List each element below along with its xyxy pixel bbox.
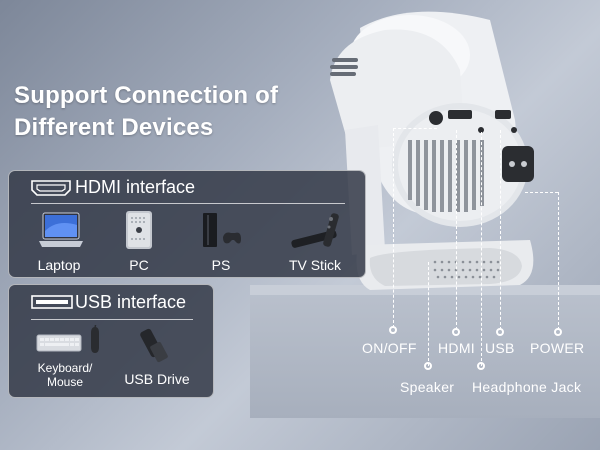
device-label-tv-stick: TV Stick bbox=[288, 257, 342, 273]
callout-dot-power bbox=[554, 328, 562, 336]
callout-dot-hdmi bbox=[452, 328, 460, 336]
callout-line-usb bbox=[500, 130, 501, 330]
callout-line-hdmi bbox=[456, 130, 457, 330]
hdmi-panel-title: HDMI interface bbox=[75, 177, 196, 197]
keyboard-label-line-1: Keyboard/ bbox=[37, 361, 93, 375]
device-label-pc: PC bbox=[129, 257, 149, 273]
projector-illustration bbox=[330, 11, 534, 290]
usb-port-icon bbox=[31, 295, 73, 309]
usb-drive-icon bbox=[140, 328, 168, 363]
callout-line-on-off bbox=[393, 128, 394, 328]
platform-top-surface bbox=[250, 285, 600, 295]
callout-h-power bbox=[525, 192, 558, 193]
device-label-usb-drive: USB Drive bbox=[124, 371, 190, 387]
callout-line-headphone bbox=[481, 132, 482, 366]
pc-tower-icon bbox=[126, 211, 152, 249]
label-usb: USB bbox=[485, 340, 515, 356]
hdmi-panel-divider bbox=[31, 203, 345, 204]
callout-dot-usb bbox=[496, 328, 504, 336]
laptop-icon bbox=[39, 212, 83, 247]
hdmi-interface-panel: HDMI interface Laptop PC bbox=[8, 170, 366, 278]
keyboard-label-line-2: Mouse bbox=[46, 375, 84, 389]
callout-dot-headphone bbox=[477, 362, 485, 370]
device-label-keyboard-mouse: Keyboard/ Mouse bbox=[27, 361, 103, 389]
callout-line-power bbox=[558, 192, 559, 330]
headline-line-2: Different Devices bbox=[14, 114, 214, 141]
display-platform bbox=[250, 292, 600, 418]
callout-dot-on-off bbox=[389, 326, 397, 334]
usb-interface-panel: USB interface Keyboard/ Mouse USB Drive bbox=[8, 284, 214, 398]
hdmi-port-icon bbox=[31, 180, 71, 196]
device-label-laptop: Laptop bbox=[37, 257, 81, 273]
keyboard-mouse-icon bbox=[36, 325, 99, 353]
headline-line-1: Support Connection of bbox=[14, 82, 279, 109]
label-speaker: Speaker bbox=[400, 379, 455, 395]
label-hdmi: HDMI bbox=[438, 340, 475, 356]
callout-line-speaker bbox=[428, 262, 429, 366]
label-on-off: ON/OFF bbox=[362, 340, 417, 356]
usb-panel-divider bbox=[31, 319, 193, 320]
label-power: POWER bbox=[530, 340, 585, 356]
label-headphone-jack: Headphone Jack bbox=[472, 379, 582, 395]
usb-panel-title: USB interface bbox=[75, 292, 187, 312]
game-console-icon bbox=[203, 213, 241, 247]
callout-h-on-off bbox=[393, 128, 437, 129]
callout-dot-speaker bbox=[424, 362, 432, 370]
device-label-ps: PS bbox=[211, 257, 231, 273]
tv-stick-remote-icon bbox=[291, 213, 339, 248]
headline: Support Connection of Different Devices bbox=[14, 80, 278, 144]
